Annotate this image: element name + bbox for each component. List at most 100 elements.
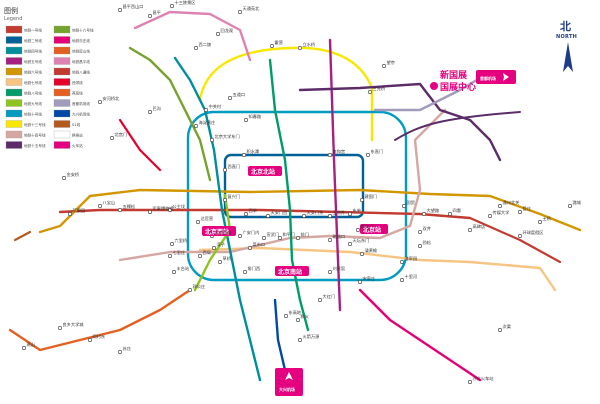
station-marker[interactable]: [210, 138, 215, 143]
station-marker[interactable]: [265, 214, 270, 219]
station-marker[interactable]: [381, 64, 386, 69]
station-marker[interactable]: [118, 8, 123, 13]
station-marker[interactable]: [170, 4, 175, 9]
station-marker[interactable]: [327, 269, 332, 274]
station-marker[interactable]: [487, 214, 492, 219]
hub-beijing-west-label: 北京西站: [205, 228, 229, 236]
station-marker[interactable]: [367, 90, 372, 95]
station-marker[interactable]: [517, 234, 522, 239]
station-marker[interactable]: [327, 214, 332, 219]
hub-west[interactable]: 北京西站: [202, 226, 236, 236]
station-marker[interactable]: [269, 43, 274, 48]
station-marker[interactable]: [497, 327, 502, 332]
station-marker[interactable]: [295, 317, 300, 322]
legend-label: 大兴机场线: [72, 112, 90, 117]
station-marker[interactable]: [244, 118, 249, 123]
station-marker[interactable]: [347, 212, 352, 217]
station-marker[interactable]: [196, 220, 201, 225]
station-marker[interactable]: [212, 246, 217, 251]
station-marker[interactable]: [148, 14, 153, 19]
station-marker[interactable]: [327, 238, 332, 243]
station-marker[interactable]: [447, 212, 452, 217]
station-marker[interactable]: [359, 252, 364, 257]
station-marker[interactable]: [204, 108, 209, 113]
station-marker[interactable]: [223, 168, 228, 173]
station-marker[interactable]: [421, 212, 426, 217]
station-marker[interactable]: [401, 204, 406, 209]
station-marker[interactable]: [238, 234, 243, 239]
station-marker[interactable]: [355, 228, 360, 233]
station-marker[interactable]: [517, 210, 522, 215]
station-marker[interactable]: [168, 254, 173, 259]
station-marker[interactable]: [399, 259, 404, 264]
station-marker[interactable]: [98, 204, 103, 209]
station-label: 公主坟: [173, 203, 186, 210]
station-marker[interactable]: [238, 10, 243, 15]
expo-marker-icon: [430, 82, 438, 90]
station-marker[interactable]: [243, 269, 248, 274]
hub-north[interactable]: 北京北站: [248, 166, 282, 176]
station-marker[interactable]: [261, 236, 266, 241]
legend-swatch: [5, 88, 23, 97]
daxing-airport-callout[interactable]: 大兴机场: [275, 368, 303, 396]
station-marker[interactable]: [295, 236, 300, 241]
station-marker[interactable]: [218, 259, 223, 264]
station-marker[interactable]: [228, 96, 233, 101]
station-marker[interactable]: [297, 45, 302, 50]
station-label: 菜市口: [253, 241, 266, 248]
station-marker[interactable]: [467, 379, 472, 384]
station-marker[interactable]: [347, 242, 352, 247]
station-marker[interactable]: [327, 153, 332, 158]
station-marker[interactable]: [21, 345, 26, 350]
station-marker[interactable]: [110, 136, 115, 141]
legend-label: 首都机场线: [72, 101, 90, 106]
station-label: 西单: [249, 207, 257, 214]
legend-swatch: [53, 120, 71, 128]
station-marker[interactable]: [88, 337, 93, 342]
station-marker[interactable]: [317, 297, 322, 302]
station-marker[interactable]: [297, 337, 302, 342]
station-label: 海淀黄庄: [199, 119, 216, 126]
station-marker[interactable]: [467, 228, 472, 233]
station-marker[interactable]: [98, 100, 103, 105]
station-label: 和平门: [283, 231, 296, 238]
station-marker[interactable]: [301, 214, 306, 219]
station-marker[interactable]: [57, 325, 62, 330]
compass-label: 北: [560, 19, 571, 33]
station-marker[interactable]: [168, 208, 173, 213]
station-marker[interactable]: [537, 220, 542, 225]
station-marker[interactable]: [357, 279, 362, 284]
station-marker[interactable]: [399, 277, 404, 282]
station-marker[interactable]: [248, 246, 253, 251]
station-marker[interactable]: [365, 153, 370, 158]
capital-airport-callout[interactable]: 首都机场: [476, 70, 516, 84]
hub-south[interactable]: 北京南站: [275, 266, 309, 276]
station-marker[interactable]: [118, 208, 123, 213]
station-marker[interactable]: [244, 212, 249, 217]
station-label: 天安门东: [307, 209, 324, 216]
station-marker[interactable]: [567, 204, 572, 209]
plane-icon-daxing: [285, 372, 293, 380]
station-marker[interactable]: [61, 176, 66, 181]
station-marker[interactable]: [172, 269, 177, 274]
station-marker[interactable]: [148, 210, 153, 215]
station-marker[interactable]: [417, 244, 422, 249]
station-marker[interactable]: [283, 313, 288, 318]
station-marker[interactable]: [118, 349, 123, 354]
station-marker[interactable]: [497, 204, 502, 209]
station-marker[interactable]: [68, 212, 73, 217]
station-marker[interactable]: [148, 110, 153, 115]
station-marker[interactable]: [216, 31, 221, 36]
station-marker[interactable]: [198, 254, 203, 259]
station-marker[interactable]: [170, 242, 175, 247]
legend-swatch: [5, 99, 23, 107]
station-marker[interactable]: [188, 287, 193, 292]
station-marker[interactable]: [223, 198, 228, 203]
station-marker[interactable]: [359, 198, 364, 203]
station-marker[interactable]: [277, 236, 282, 241]
station-marker[interactable]: [194, 45, 199, 50]
station-marker[interactable]: [242, 153, 247, 158]
station-marker[interactable]: [417, 230, 422, 235]
station-marker[interactable]: [194, 124, 199, 129]
hub-main[interactable]: 北京站: [360, 224, 388, 234]
